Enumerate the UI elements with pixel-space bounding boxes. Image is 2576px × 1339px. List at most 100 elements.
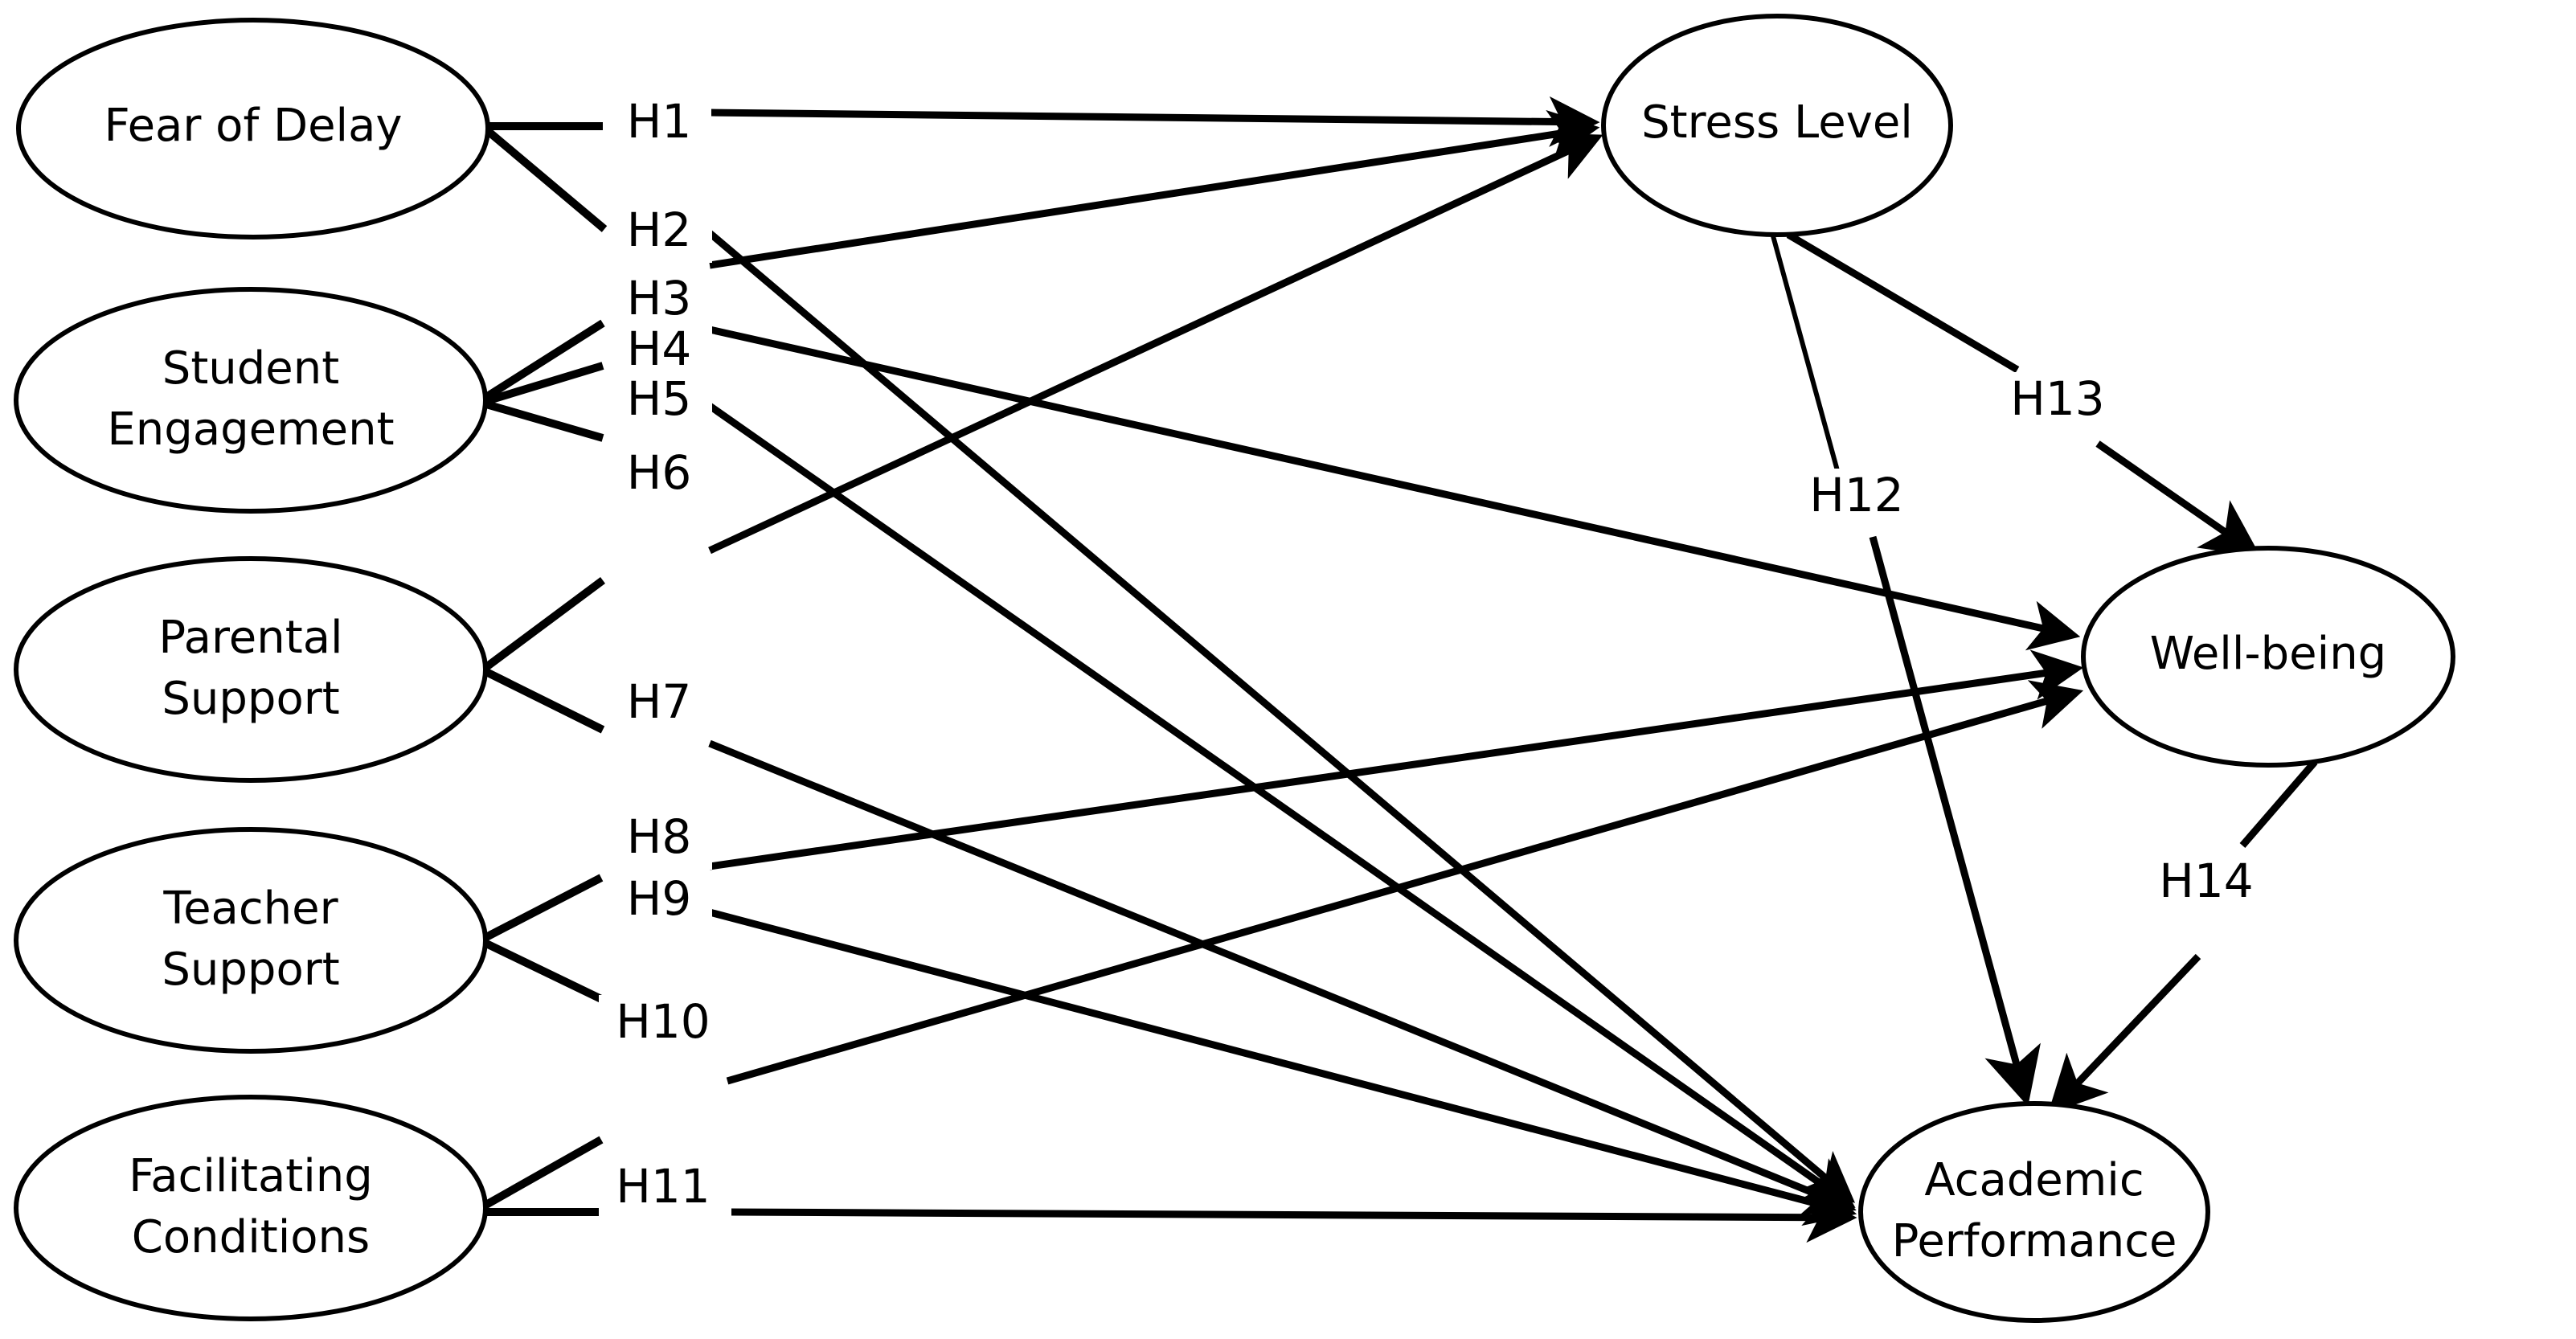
node-academic-performance[interactable]: Academic Performance: [1858, 1101, 2210, 1323]
node-label-student-engagement-line1: Student: [162, 342, 339, 395]
stub-h8: [482, 874, 604, 942]
hypothesis-label-h6: H6: [609, 445, 712, 506]
hypothesis-text-h2: H2: [627, 203, 692, 257]
stub-h2: [485, 128, 608, 232]
halo-h14: [2140, 854, 2273, 914]
hypothesis-label-h8: H8: [609, 809, 712, 870]
hypothesis-label-h9: H9: [609, 871, 712, 932]
hypothesis-text-h11: H11: [616, 1159, 710, 1214]
node-label-teacher-support-line1: Teacher: [162, 882, 338, 935]
hypothesis-label-h3: H3: [609, 271, 712, 331]
node-parental-support[interactable]: Parental Support: [14, 556, 488, 783]
node-label-fear-of-delay: Fear of Delay: [104, 100, 402, 152]
ellipse-stress-level[interactable]: [1601, 14, 1953, 237]
node-label-parental-support-line1: Parental: [158, 612, 342, 664]
node-stress-level[interactable]: Stress Level: [1601, 14, 1953, 237]
ellipse-fear-of-delay[interactable]: [16, 18, 490, 240]
path-h12-stress-level-to-academic-performance: [1869, 535, 2041, 1107]
ellipse-facilitating-conditions[interactable]: [14, 1095, 488, 1321]
halo-h3: [609, 272, 712, 331]
stub-h10: [482, 1136, 604, 1210]
node-student-engagement[interactable]: Student Engagement: [14, 287, 488, 514]
halo-h5: [609, 372, 712, 432]
node-teacher-support[interactable]: Teacher Support: [14, 827, 488, 1054]
hypothesis-text-h9: H9: [627, 871, 692, 926]
path-h2-fear-of-delay-to-academic-performance: [707, 230, 1856, 1203]
node-label-teacher-support-line2: Support: [162, 944, 339, 996]
hypothesis-label-h5: H5: [609, 371, 712, 432]
nodes: Fear of Delay Student Engagement Parenta…: [14, 14, 2455, 1323]
path-h10-facilitating-conditions-to-well-being: [726, 680, 2084, 1085]
path-h7-parental-support-to-academic-performance: [708, 739, 1857, 1215]
node-facilitating-conditions[interactable]: Facilitating Conditions: [14, 1095, 488, 1321]
node-label-stress-level: Stress Level: [1641, 96, 1913, 149]
halo-h6: [609, 446, 712, 506]
hypothesis-text-h12: H12: [1809, 468, 1903, 522]
hypothesis-label-h4: H4: [609, 321, 712, 382]
halo-h1: [611, 95, 711, 154]
halo-h12: [1791, 469, 1923, 528]
path-h11-facilitating-conditions-to-academic-performance: [727, 1192, 1857, 1243]
hypothesis-label-h13: H13: [1992, 371, 2124, 432]
ellipse-student-engagement[interactable]: [14, 287, 488, 514]
left-stub-lines: [482, 122, 608, 1216]
path-h4-student-engagement-to-well-being: [709, 326, 2081, 651]
hypothesis-text-h10: H10: [616, 994, 710, 1049]
path-h14-stub: [2239, 760, 2318, 848]
hypothesis-label-h7: H7: [609, 674, 712, 735]
halo-h11: [599, 1160, 731, 1219]
hypothesis-text-h6: H6: [627, 445, 692, 500]
node-label-student-engagement-line2: Engagement: [107, 403, 394, 456]
path-lines: [707, 96, 2318, 1243]
hypothesis-labels: H1 H2 H3 H4 H5 H6: [599, 94, 2273, 1219]
node-label-facilitating-conditions-line2: Conditions: [132, 1211, 370, 1263]
path-h3-student-engagement-to-stress-level: [709, 109, 1600, 269]
stub-h6: [484, 576, 605, 671]
stub-h9: [482, 939, 604, 1003]
halo-h13: [1992, 372, 2124, 432]
hypothesis-text-h13: H13: [2010, 371, 2104, 426]
node-label-academic-performance-line2: Performance: [1892, 1215, 2177, 1267]
hypothesis-label-h14: H14: [2140, 854, 2273, 914]
hypothesis-text-h14: H14: [2159, 854, 2253, 908]
path-h1-fear-of-delay-to-stress-level: [709, 96, 1600, 147]
halo-h9: [609, 872, 712, 932]
hypothesis-text-h7: H7: [627, 674, 692, 729]
stub-h7: [484, 668, 605, 734]
hypothesis-label-h1: H1: [611, 94, 711, 154]
path-h13-stub: [1786, 231, 2020, 373]
stub-h5: [485, 400, 604, 442]
halo-h10: [599, 995, 731, 1054]
path-h8-teacher-support-to-well-being: [709, 649, 2084, 870]
node-well-being[interactable]: Well-being: [2081, 546, 2455, 768]
path-h9-teacher-support-to-academic-performance: [708, 908, 1857, 1226]
hypothesis-label-h12: H12: [1791, 468, 1923, 528]
halo-h8: [609, 810, 712, 870]
path-h6-parental-support-to-stress-level: [708, 133, 1603, 555]
stub-h4: [485, 362, 604, 405]
hypothesis-text-h5: H5: [627, 371, 692, 426]
ellipse-well-being[interactable]: [2081, 546, 2455, 768]
ellipse-academic-performance[interactable]: [1858, 1101, 2210, 1323]
halo-h2: [609, 203, 712, 263]
node-label-academic-performance-line1: Academic: [1924, 1154, 2144, 1206]
hypothesis-label-h11: H11: [599, 1159, 731, 1219]
path-h14-well-being-to-academic-performance: [2047, 953, 2201, 1115]
halo-h4: [609, 322, 712, 382]
hypothesis-text-h1: H1: [627, 94, 692, 149]
node-fear-of-delay[interactable]: Fear of Delay: [16, 18, 490, 240]
hypothesis-label-h10: H10: [599, 994, 731, 1054]
node-label-well-being: Well-being: [2150, 628, 2386, 680]
ellipse-teacher-support[interactable]: [14, 827, 488, 1054]
hypothesis-text-h4: H4: [627, 321, 692, 376]
halo-h7: [609, 675, 712, 735]
hypothesis-text-h8: H8: [627, 809, 692, 864]
hypothesis-label-h2: H2: [609, 203, 712, 263]
path-h12-stub: [1770, 232, 1843, 483]
hypothesis-text-h3: H3: [627, 271, 692, 326]
ellipse-parental-support[interactable]: [14, 556, 488, 783]
node-label-facilitating-conditions-line1: Facilitating: [129, 1150, 373, 1202]
path-h5-student-engagement-to-academic-performance: [707, 403, 1856, 1209]
stub-h3: [484, 319, 605, 401]
